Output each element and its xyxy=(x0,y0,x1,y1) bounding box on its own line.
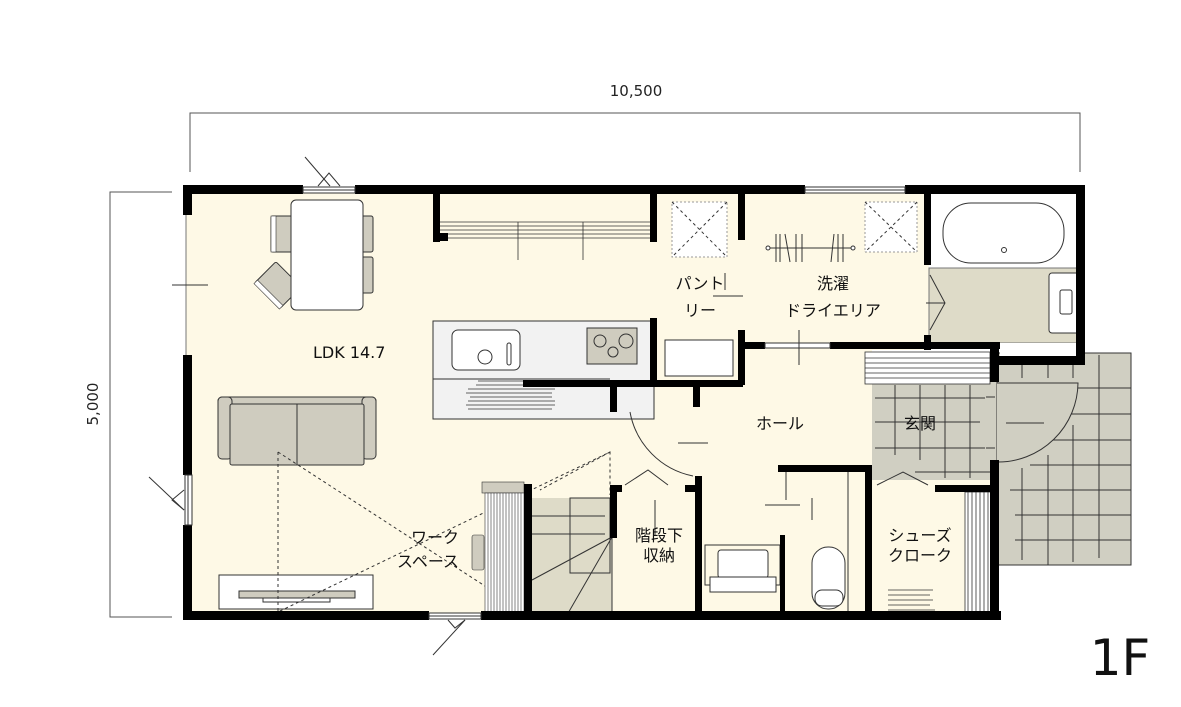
dimension-width xyxy=(189,112,1081,172)
room-label-ldk: LDK 14.7 xyxy=(313,343,385,362)
window-symbols xyxy=(148,156,466,656)
sight-lines xyxy=(277,451,611,613)
room-label-entrance: 玄関 xyxy=(904,414,936,433)
bathtub xyxy=(942,202,1065,264)
room-label-pantry-2: リー xyxy=(684,301,716,320)
room-label-pantry-1: パント xyxy=(676,274,725,293)
shoe-shelf-top xyxy=(864,351,991,385)
width-dimension-label: 10,500 xyxy=(610,82,663,100)
room-label-shoe-closet-2: クローク xyxy=(888,546,952,565)
room-label-laundry-2: ドライエリア xyxy=(785,301,881,320)
room-label-workspace-2: スペース xyxy=(397,552,459,571)
skylight-pantry xyxy=(671,201,728,258)
floor-label: 1F xyxy=(1090,629,1151,687)
hand-sink xyxy=(717,549,769,579)
wall-shelf xyxy=(438,221,654,260)
skylight-laundry xyxy=(864,201,918,253)
room-label-workspace-1: ワーク xyxy=(411,528,459,547)
dimension-depth xyxy=(109,191,172,618)
room-label-laundry-1: 洗濯 xyxy=(817,274,849,293)
room-label-shoe-closet-1: シューズ xyxy=(888,526,951,545)
stove xyxy=(586,327,638,365)
room-label-under-stair-2: 収納 xyxy=(643,546,675,565)
desk-chair xyxy=(471,534,485,571)
shoe-shelf-bottom xyxy=(888,589,935,611)
dining-table xyxy=(290,199,364,311)
walls xyxy=(183,185,1085,620)
sofa xyxy=(217,396,377,466)
hall-door-swing xyxy=(629,411,694,477)
clothes-rod xyxy=(765,233,856,263)
room-label-hall: ホール xyxy=(756,414,804,433)
dining-set xyxy=(253,199,374,311)
kitchen-counter xyxy=(432,320,655,420)
work-desk xyxy=(471,481,525,614)
tv-board xyxy=(218,574,374,610)
refrigerator xyxy=(664,339,734,377)
door-hints xyxy=(624,273,946,535)
room-label-under-stair-1: 階段下 xyxy=(635,526,683,545)
depth-dimension-label: 5,000 xyxy=(84,383,102,426)
entrance-door-grid xyxy=(986,396,1044,449)
shoe-shelf-side xyxy=(964,491,993,615)
